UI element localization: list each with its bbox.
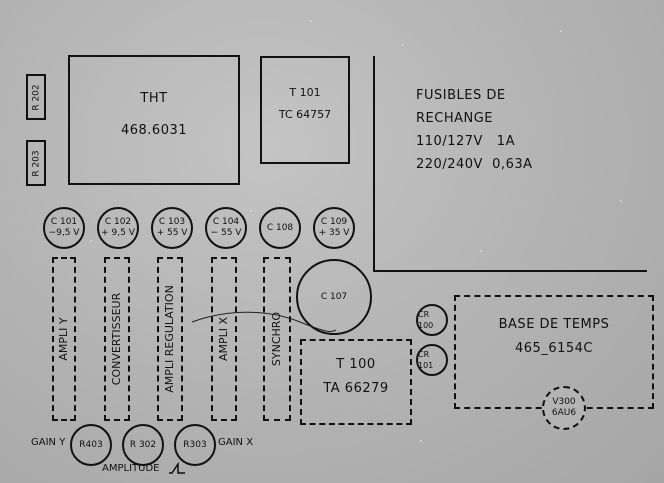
t101-title: T 101: [289, 86, 321, 99]
gain-x-label: GAIN X: [218, 437, 254, 448]
wire-trace: [191, 311, 337, 333]
potentiometer-r303: R303: [174, 424, 216, 466]
t100-title: T 100: [336, 357, 376, 372]
diode-cr100: CR 100: [416, 304, 448, 336]
speck: [310, 20, 312, 22]
module-ampli-regulation: AMPLI REGULATION: [157, 257, 183, 421]
fuses-line1: FUSIBLES DE: [416, 88, 506, 103]
cr100-id: CR 100: [418, 310, 434, 330]
potentiometer-r403: R403: [70, 424, 112, 466]
c101-value: −9,5 V: [48, 228, 80, 238]
ampli-regulation-label: AMPLI REGULATION: [163, 285, 176, 393]
r203-label: R 203: [31, 150, 42, 177]
ramp-wave-icon: [169, 462, 185, 474]
c103-id: C 103: [158, 217, 186, 227]
base-temps-ref: 465_6154C: [515, 341, 593, 356]
speck: [402, 44, 404, 46]
module-ampli-x: AMPLI X: [211, 257, 237, 421]
c102-value: + 9,5 V: [101, 228, 135, 238]
c108-id: C 108: [266, 222, 294, 233]
convertisseur-label: CONVERTISSEUR: [110, 292, 123, 386]
capacitor-c102: C 102 + 9,5 V: [97, 207, 139, 249]
fuse-area-divider-vertical: [373, 56, 375, 272]
fuses-line3: 110/127V 1A: [416, 134, 515, 149]
c104-id: C 104: [212, 217, 240, 227]
r302-id: R 302: [129, 439, 157, 450]
gain-y-label: GAIN Y: [31, 437, 66, 448]
speck: [90, 240, 92, 242]
tube-v300: V300 6AU6: [542, 386, 586, 430]
fuses-line4: 220/240V 0,63A: [416, 157, 533, 172]
potentiometer-r302: R 302: [122, 424, 164, 466]
module-ampli-y: AMPLI Y: [52, 257, 76, 421]
capacitor-c104: C 104 − 55 V: [205, 207, 247, 249]
capacitor-c103: C 103 + 55 V: [151, 207, 193, 249]
speck: [620, 200, 622, 202]
ampli-y-label: AMPLI Y: [57, 317, 70, 361]
capacitor-c108: C 108: [259, 207, 301, 249]
capacitor-c107: C 107: [296, 259, 372, 335]
c104-value: − 55 V: [210, 228, 242, 238]
r403-id: R403: [79, 439, 103, 450]
diode-cr101: CR 101: [416, 344, 448, 376]
tht-transformer: THT 468.6031: [68, 55, 240, 185]
tht-title: THT: [140, 91, 168, 106]
c101-id: C 101: [50, 217, 78, 227]
speck: [250, 210, 252, 212]
cr101-id: CR 101: [418, 350, 434, 370]
resistor-r203: R 203: [26, 140, 46, 186]
v300-tube: 6AU6: [551, 408, 577, 418]
module-convertisseur: CONVERTISSEUR: [104, 257, 130, 421]
speck: [420, 440, 422, 442]
speck: [560, 30, 562, 32]
speck: [480, 250, 482, 252]
t100-ref: TA 66279: [323, 381, 389, 396]
c107-id: C 107: [320, 291, 348, 302]
c109-value: + 35 V: [318, 228, 350, 238]
c109-id: C 109: [320, 217, 348, 227]
tht-ref: 468.6031: [120, 123, 188, 138]
module-synchro: SYNCHRO: [263, 257, 291, 421]
c103-value: + 55 V: [156, 228, 188, 238]
r202-label: R 202: [31, 84, 42, 111]
r303-id: R303: [183, 439, 207, 450]
capacitor-c109: C 109 + 35 V: [313, 207, 355, 249]
t101-ref: TC 64757: [278, 108, 332, 121]
fuse-area-divider-horizontal: [373, 270, 647, 272]
fuses-line2: RECHANGE: [416, 111, 494, 126]
amplitude-label: AMPLITUDE: [102, 463, 160, 474]
c102-id: C 102: [104, 217, 132, 227]
t101-transformer: T 101 TC 64757: [260, 56, 350, 164]
base-temps-title: BASE DE TEMPS: [498, 317, 610, 332]
resistor-r202: R 202: [26, 74, 46, 120]
v300-id: V300: [552, 397, 576, 407]
t100-transformer: T 100 TA 66279: [300, 339, 412, 425]
capacitor-c101: C 101 −9,5 V: [43, 207, 85, 249]
